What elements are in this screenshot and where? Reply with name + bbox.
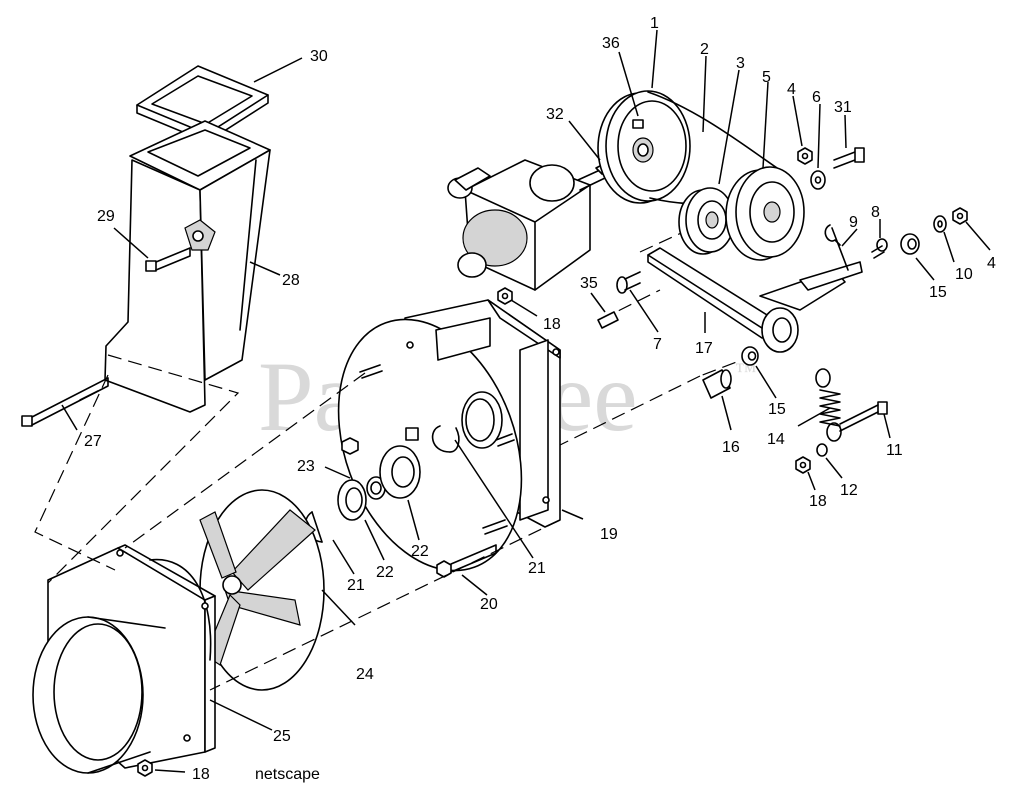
callout-29: 29: [97, 208, 115, 225]
callout-22: 22: [411, 543, 429, 560]
callout-17: 17: [695, 340, 713, 357]
bearing-stack: [304, 425, 460, 543]
callout-30: 30: [310, 48, 328, 65]
callout-numbers: 1 2 3 4 4 5 6 7 8 9 10 11 12 14 15 15 16…: [84, 15, 996, 783]
callout-11: 11: [886, 442, 903, 459]
callout-10: 10: [955, 266, 973, 283]
source-label: netscape: [255, 766, 320, 783]
callout-1: 1: [650, 15, 659, 32]
callout-16: 16: [722, 439, 740, 456]
callout-36: 36: [602, 35, 620, 52]
callout-18: 18: [192, 766, 210, 783]
callout-12: 12: [840, 482, 858, 499]
hardware-11-12-18: [795, 401, 888, 474]
callout-35: 35: [580, 275, 598, 292]
leader-lines: [61, 29, 991, 773]
callout-14: 14: [767, 431, 785, 448]
callout-31: 31: [834, 99, 852, 116]
callout-3: 3: [736, 55, 745, 72]
callout-15: 15: [929, 284, 947, 301]
callout-5: 5: [762, 69, 771, 86]
pin-7: [597, 311, 619, 329]
callout-22: 22: [376, 564, 394, 581]
hardware-4-6-31: [797, 147, 865, 190]
alignment-lines: [34, 221, 756, 691]
callout-2: 2: [700, 41, 709, 58]
nut-18-bottom: [137, 759, 153, 777]
cotter-pin-9: [824, 224, 849, 271]
pulley-1: [597, 90, 691, 204]
hardware-15-10-4: [900, 207, 968, 255]
callout-23: 23: [297, 458, 315, 475]
pulley-5: [725, 166, 805, 261]
gearbox: [447, 159, 606, 291]
callout-6: 6: [812, 89, 821, 106]
chute-assembly: [104, 65, 271, 413]
bolt-35: [616, 271, 641, 294]
bolt-27: [21, 377, 109, 427]
callout-21: 21: [528, 560, 546, 577]
callout-20: 20: [480, 596, 498, 613]
callout-19: 19: [600, 526, 618, 543]
callout-21: 21: [347, 577, 365, 594]
callout-18: 18: [543, 316, 561, 333]
callout-8: 8: [871, 204, 880, 221]
bolt-20: [436, 544, 497, 578]
callout-18: 18: [809, 493, 827, 510]
callout-32: 32: [546, 106, 564, 123]
fan-impeller-24: [199, 489, 325, 691]
callout-27: 27: [84, 433, 102, 450]
spring-14: [815, 368, 842, 442]
callout-4: 4: [787, 81, 796, 98]
callout-28: 28: [282, 272, 300, 289]
fan-housing-19: [337, 299, 561, 572]
callout-24: 24: [356, 666, 374, 683]
bushing-15-spacer-16: [702, 346, 759, 399]
callout-15: 15: [768, 401, 786, 418]
idler-arm-17: [647, 247, 863, 353]
fan-shroud-25: [32, 544, 216, 774]
callout-4: 4: [987, 255, 996, 272]
callout-25: 25: [273, 728, 291, 745]
callout-9: 9: [849, 214, 858, 231]
callout-7: 7: [653, 336, 662, 353]
nut-18-top: [497, 287, 513, 305]
bolt-29: [145, 247, 191, 272]
pin-8: [871, 238, 888, 259]
